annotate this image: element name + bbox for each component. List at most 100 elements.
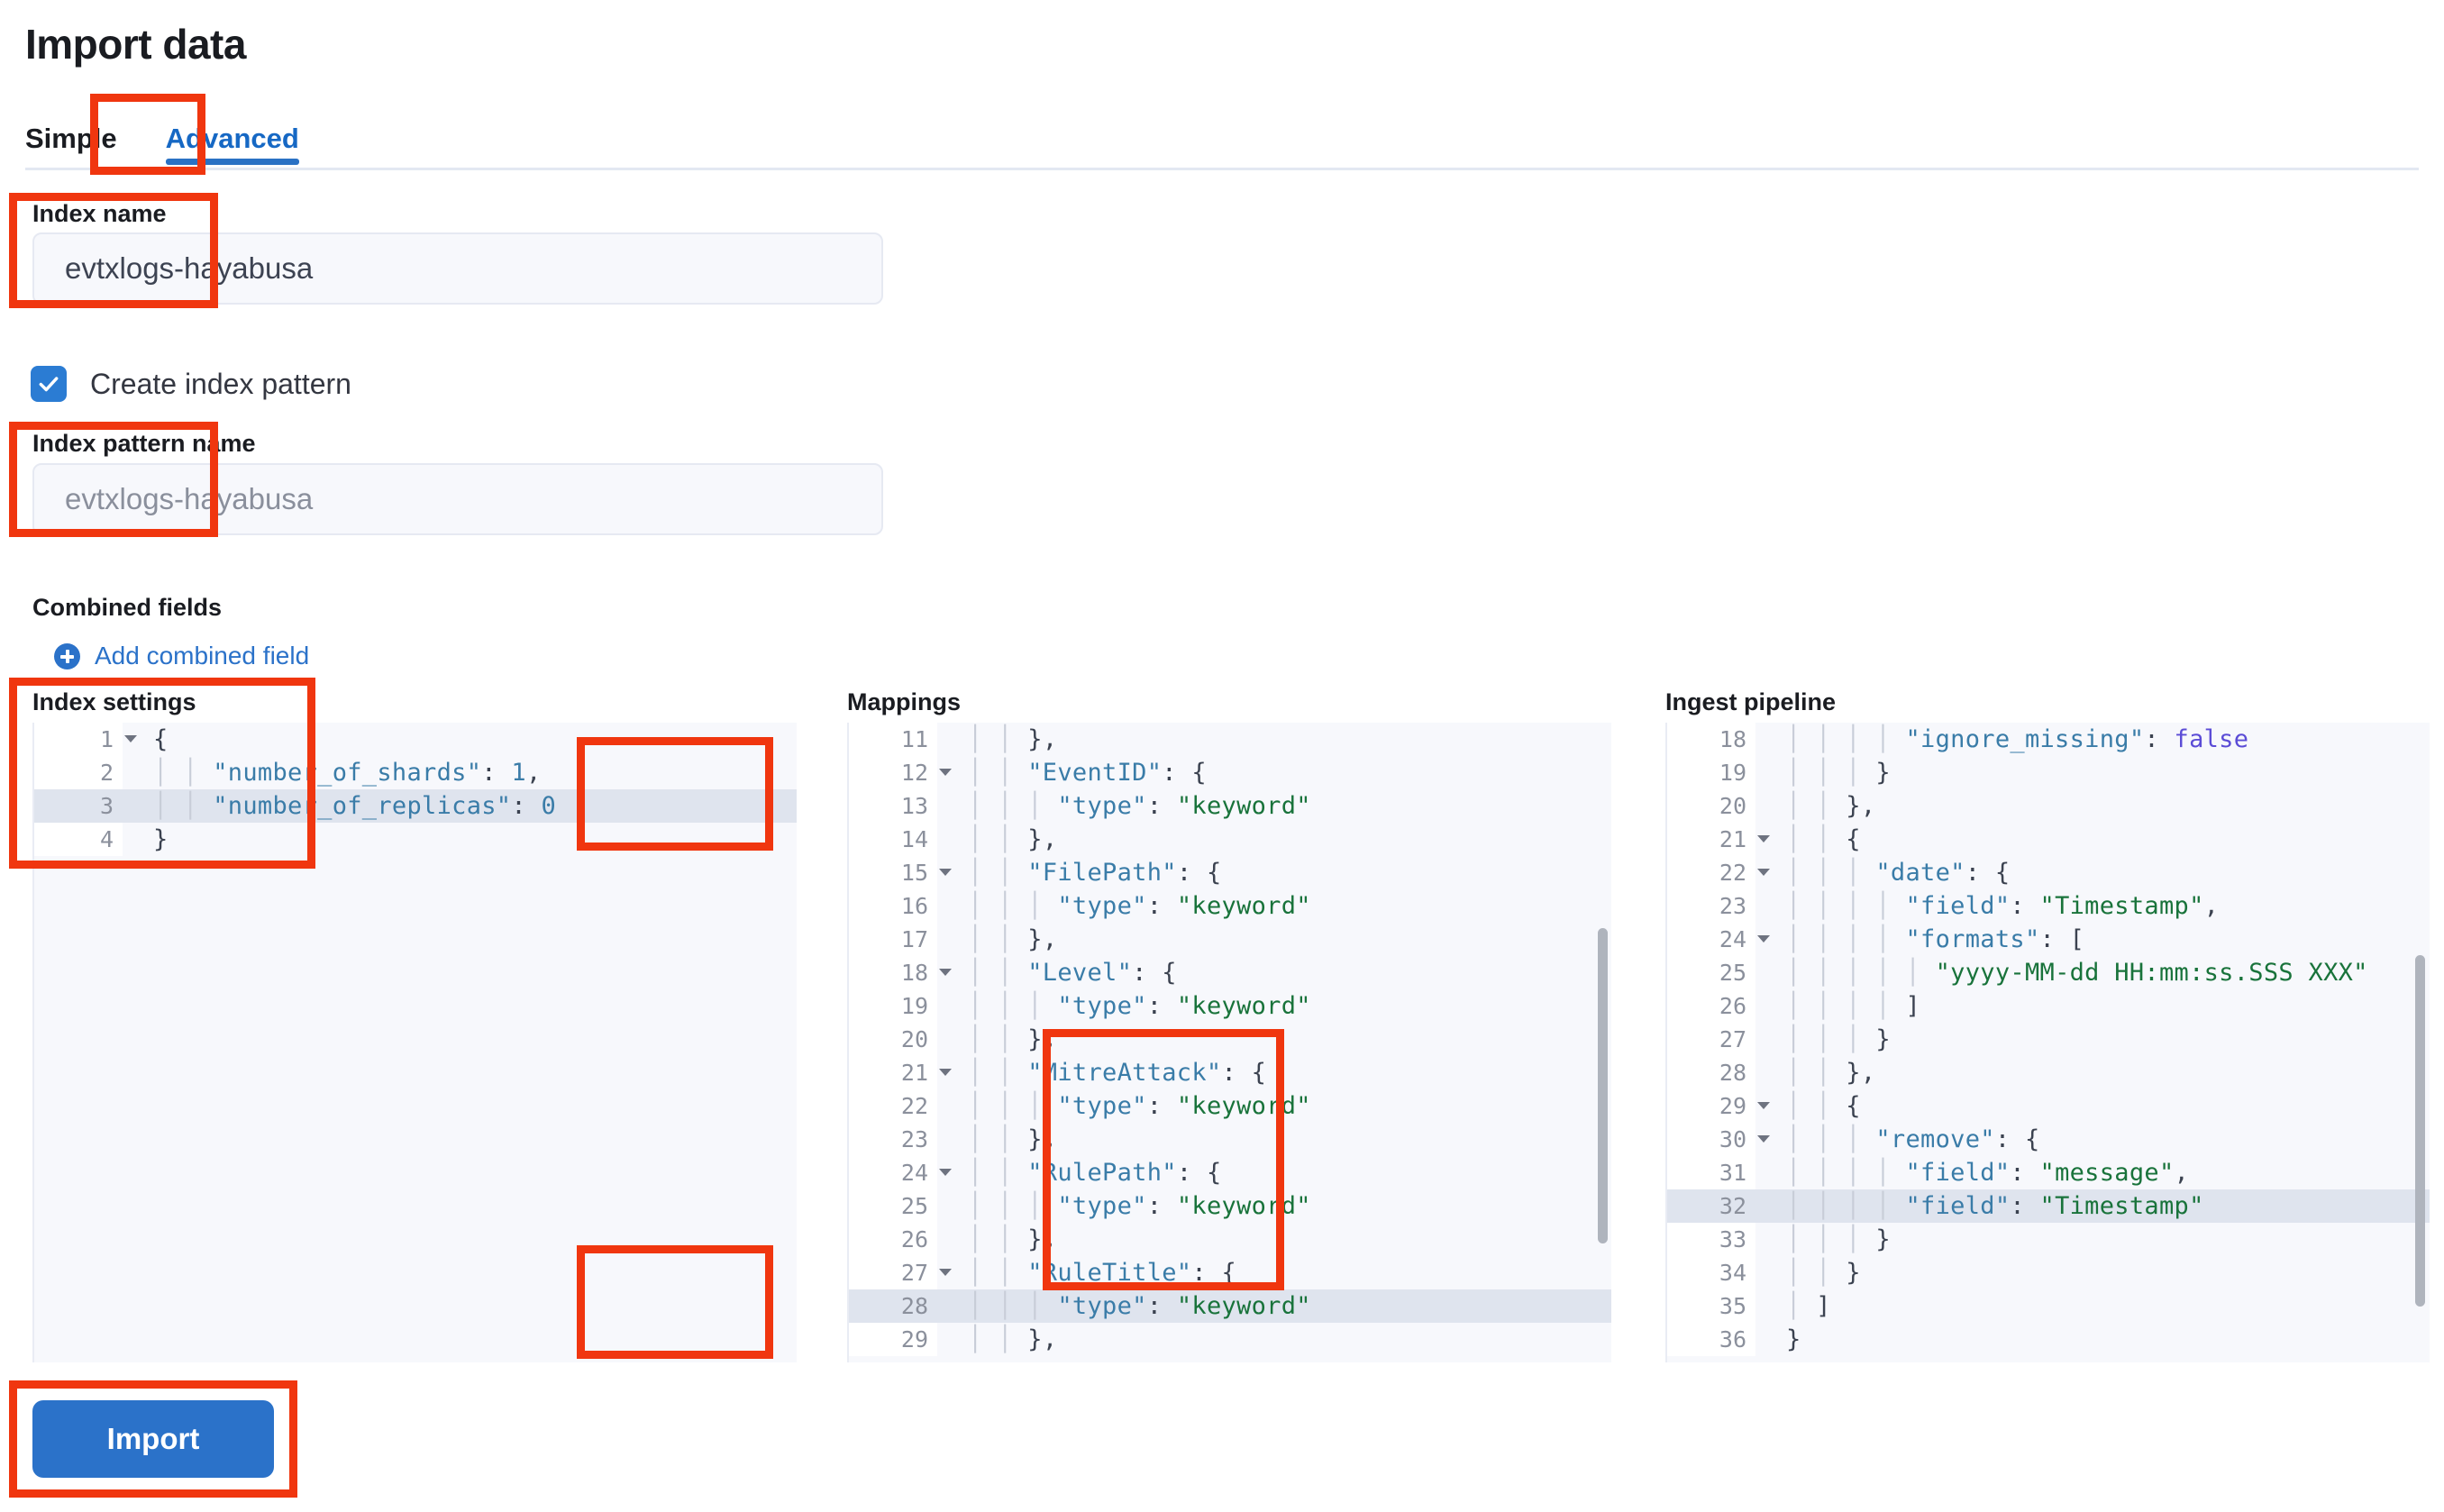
add-combined-field-button[interactable]: Add combined field [54, 642, 309, 670]
combined-fields-label: Combined fields [32, 594, 223, 621]
mappings-scrollbar[interactable] [1598, 928, 1608, 1243]
code-line: 13│ │ │ "type": "keyword" [849, 789, 1611, 823]
create-index-pattern-label: Create index pattern [90, 367, 351, 400]
code-text: │ │ │ │ "field": "message", [1786, 1159, 2190, 1187]
fold-caret-icon[interactable] [1757, 869, 1770, 876]
code-text: │ │ }, [968, 1025, 1058, 1053]
line-number: 20 [1667, 789, 1755, 823]
tab-bar: Simple Advanced [25, 101, 324, 178]
code-line: 28 │ │ │ "type": "keyword" [849, 1289, 1611, 1323]
gutter-spacer [937, 1089, 968, 1123]
fold-caret-icon[interactable] [939, 769, 952, 776]
fold-caret-icon[interactable] [1757, 935, 1770, 943]
ingest-pipeline-title: Ingest pipeline [1665, 688, 1837, 715]
line-number: 4 [34, 823, 123, 856]
line-number: 26 [1667, 989, 1755, 1023]
import-button[interactable]: Import [32, 1400, 274, 1478]
code-line: 22│ │ │ "type": "keyword" [849, 1089, 1611, 1123]
code-line: 1{ [34, 723, 797, 756]
code-line: 30│ │ │ "remove": { [1667, 1123, 2430, 1156]
code-text: │ │ "FilePath": { [968, 859, 1222, 887]
index-settings-editor[interactable]: 1{2│ │ "number_of_shards": 1,3│ │ "numbe… [32, 723, 797, 1362]
tab-simple[interactable]: Simple [25, 123, 117, 154]
line-number: 34 [1667, 1256, 1755, 1289]
fold-caret-icon[interactable] [939, 1169, 952, 1176]
code-text: │ ] [1786, 1292, 1831, 1320]
index-name-input[interactable]: evtxlogs-hayabusa [32, 232, 883, 305]
code-line: 12│ │ "EventID": { [849, 756, 1611, 789]
code-line: 3 │ │ "number_of_replicas": 0 [34, 789, 797, 823]
line-number: 28 [1667, 1056, 1755, 1089]
gutter-spacer [1755, 756, 1786, 789]
fold-caret-icon[interactable] [1757, 1135, 1770, 1143]
line-number: 28 [849, 1289, 937, 1323]
gutter-spacer [123, 789, 153, 823]
line-number: 19 [849, 989, 937, 1023]
gutter-spacer [1755, 889, 1786, 923]
fold-caret-icon[interactable] [1757, 1102, 1770, 1109]
code-text: │ │ │ "type": "keyword" [968, 1292, 1311, 1320]
code-line: 19│ │ │ "type": "keyword" [849, 989, 1611, 1023]
gutter-spacer [1755, 1023, 1786, 1056]
line-number: 31 [1667, 1156, 1755, 1189]
code-text: } [1786, 1325, 1801, 1353]
fold-caret-icon[interactable] [939, 869, 952, 876]
code-line: 36} [1667, 1323, 2430, 1356]
line-number: 18 [1667, 723, 1755, 756]
index-pattern-name-label: Index pattern name [32, 430, 256, 457]
gutter-spacer [937, 723, 968, 756]
code-text: │ │ "number_of_replicas": 0 [153, 792, 557, 820]
fold-caret-icon[interactable] [124, 735, 137, 742]
line-number: 27 [849, 1256, 952, 1289]
line-number: 35 [1667, 1289, 1755, 1323]
code-text: │ │ "RuleTitle": { [968, 1259, 1237, 1287]
gutter-spacer [1755, 989, 1786, 1023]
gutter-spacer [937, 1223, 968, 1256]
gutter-spacer [1755, 1323, 1786, 1356]
code-line: 18 │ │ │ │ "ignore_missing": false [1667, 723, 2430, 756]
gutter-spacer [1755, 789, 1786, 823]
code-line: 22│ │ │ "date": { [1667, 856, 2430, 889]
fold-caret-icon[interactable] [939, 1069, 952, 1076]
code-line: 24│ │ │ │ "formats": [ [1667, 923, 2430, 956]
code-text: │ │ │ } [1786, 1025, 1891, 1053]
code-text: │ │ │ "type": "keyword" [968, 1092, 1311, 1120]
line-number: 14 [849, 823, 937, 856]
create-index-pattern-checkbox[interactable]: Create index pattern [31, 366, 351, 402]
code-text: │ │ { [1786, 1092, 1861, 1120]
code-line: 26│ │ }, [849, 1223, 1611, 1256]
code-text: │ │ │ "remove": { [1786, 1125, 2040, 1153]
code-text: │ │ │ "type": "keyword" [968, 1192, 1311, 1220]
index-pattern-name-input[interactable]: evtxlogs-hayabusa [32, 463, 883, 535]
code-line: 26│ │ │ │ ] [1667, 989, 2430, 1023]
code-text: │ │ │ │ "formats": [ [1786, 925, 2085, 953]
line-number: 12 [849, 756, 952, 789]
code-text: │ │ │ │ "ignore_missing": false [1786, 725, 2249, 753]
fold-caret-icon[interactable] [1757, 835, 1770, 843]
line-number: 23 [1667, 889, 1755, 923]
code-text: │ │ │ "date": { [1786, 859, 2011, 887]
mappings-editor[interactable]: 11 │ │ }, 12│ │ "EventID": {13│ │ │ "type"… [847, 723, 1611, 1362]
line-number: 1 [34, 723, 137, 756]
line-number: 11 [849, 723, 937, 756]
code-text: │ │ }, [1786, 792, 1876, 820]
gutter-spacer [937, 923, 968, 956]
tab-advanced[interactable]: Advanced [141, 123, 324, 178]
line-number: 25 [1667, 956, 1755, 989]
code-line: 33│ │ │ } [1667, 1223, 2430, 1256]
line-number: 21 [1667, 823, 1770, 856]
ingest-pipeline-scrollbar[interactable] [2415, 955, 2425, 1307]
code-line: 27 │ │ "RuleTitle": { [849, 1256, 1611, 1289]
code-line: 31 │ │ │ │ "field": "message", [1667, 1156, 2430, 1189]
line-number: 3 [34, 789, 123, 823]
fold-caret-icon[interactable] [939, 969, 952, 976]
line-number: 15 [849, 856, 952, 889]
fold-caret-icon[interactable] [939, 1269, 952, 1276]
page-title: Import data [25, 21, 246, 68]
gutter-spacer [1755, 956, 1786, 989]
code-text: │ │ { [1786, 825, 1861, 853]
add-combined-field-label: Add combined field [95, 642, 310, 669]
gutter-spacer [937, 1189, 968, 1223]
code-line: 25│ │ │ "type": "keyword" [849, 1189, 1611, 1223]
